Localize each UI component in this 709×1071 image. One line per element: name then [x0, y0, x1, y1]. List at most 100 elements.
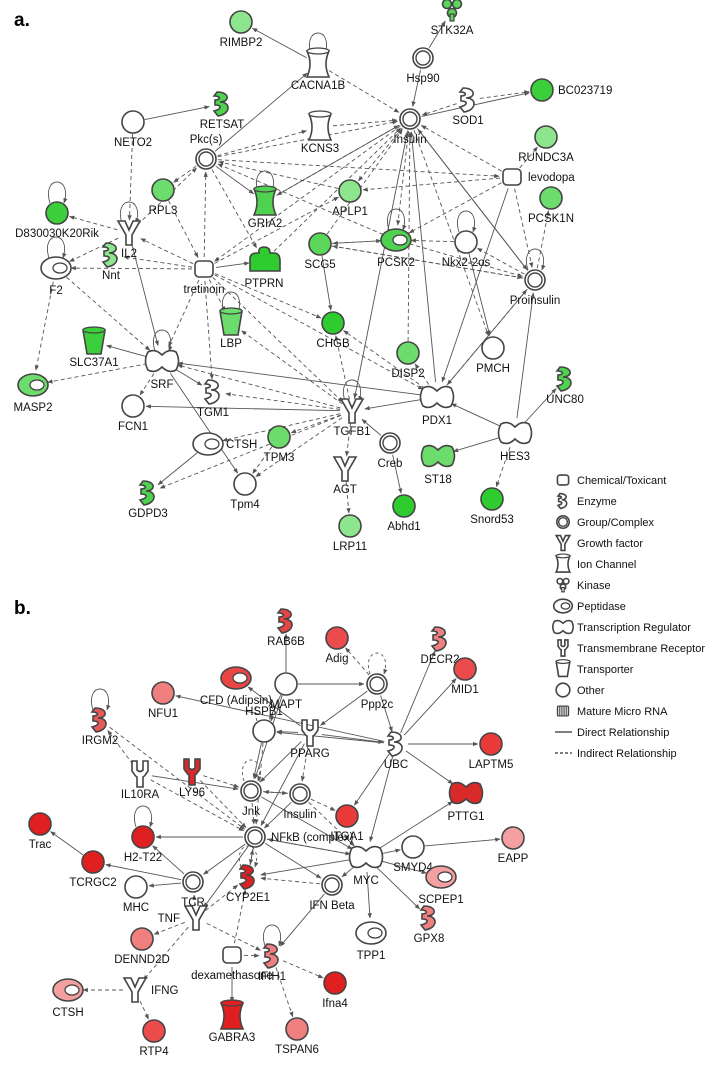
node-ifih1[interactable]: IFIH1 [258, 943, 286, 983]
self-loop-TGFB1 [342, 379, 363, 402]
node-aplp1[interactable]: APLP1 [332, 179, 368, 218]
node-scpep1[interactable]: SCPEP1 [418, 865, 464, 906]
node-tpp1[interactable]: TPP1 [355, 921, 387, 962]
node-tgfb1[interactable]: TGFB1 [333, 398, 371, 438]
node-laptm5[interactable]: LAPTM5 [469, 732, 514, 771]
node-hsp90[interactable]: Hsp90 [406, 47, 440, 85]
node-trac[interactable]: Trac [28, 812, 52, 851]
node-ppp2c[interactable]: Ppp2c [361, 673, 394, 711]
node-masp2[interactable]: MASP2 [14, 373, 53, 414]
node-sod1[interactable]: SOD1 [452, 87, 484, 127]
node-label: KCNS3 [301, 143, 339, 155]
node-unc80[interactable]: UNC80 [546, 366, 584, 406]
node-bc023719[interactable]: BC023719 [530, 78, 612, 102]
node-tpm3[interactable]: TPM3 [264, 425, 295, 464]
node-dennd2d[interactable]: DENND2D [114, 927, 170, 966]
node-cfd[interactable]: CFD (Adipsin) [200, 666, 272, 707]
node-proinsulin[interactable]: Proinsulin [510, 269, 561, 307]
node-label: HSPB1 [245, 706, 283, 718]
node-pparg[interactable]: PPARG [290, 719, 330, 760]
node-ctsh[interactable]: CTSH [192, 432, 257, 456]
node-cyp2e1[interactable]: CYP2E1 [226, 864, 270, 904]
node-snord53[interactable]: Snord53 [470, 487, 514, 526]
node-myc[interactable]: MYC [348, 845, 384, 887]
node-mid1[interactable]: MID1 [451, 657, 479, 696]
node-pttg1[interactable]: PTTG1 [447, 781, 485, 823]
node-hes3[interactable]: HES3 [497, 421, 533, 463]
node-eapp[interactable]: EAPP [498, 826, 529, 865]
node-levodopa[interactable]: levodopa [502, 168, 575, 186]
node-tretinoin[interactable]: tretinoin [184, 260, 225, 296]
node-pmch[interactable]: PMCH [476, 336, 510, 375]
edge-TCRGC2-Trac [50, 831, 84, 856]
node-tnf[interactable]: TNF [158, 905, 209, 931]
node-jnk[interactable]: Jnk [240, 780, 262, 818]
node-insulin[interactable]: Insulin [393, 108, 427, 146]
node-il10ra[interactable]: IL10RA [121, 760, 160, 801]
node-rpl3[interactable]: RPL3 [149, 178, 178, 217]
legend-label: Peptidase [577, 601, 626, 613]
node-rimbp2[interactable]: RIMBP2 [220, 10, 263, 49]
node-ifnbeta[interactable]: IFN Beta [309, 874, 355, 912]
node-cacna1b[interactable]: CACNA1B [291, 47, 346, 92]
node-nfu1[interactable]: NFU1 [148, 681, 178, 720]
node-insulinb[interactable]: Insulin [283, 783, 317, 821]
node-pcsk2[interactable]: PCSK2 [377, 228, 415, 269]
node-mhc[interactable]: MHC [123, 875, 149, 914]
node-nkx2-2os[interactable]: Nkx2-2os [442, 230, 491, 269]
node-d830030k20rik[interactable]: D830030K20Rik [15, 201, 99, 240]
node-decr2[interactable]: DECR2 [421, 626, 460, 666]
node-ubc[interactable]: UBC [384, 731, 408, 771]
node-stk32a[interactable]: STK32A [431, 0, 474, 37]
node-irgm2[interactable]: IRGM2 [82, 707, 118, 747]
edge-SCG5-PCSK2 [331, 238, 382, 244]
node-abhd1[interactable]: Abhd1 [387, 494, 421, 533]
node-nnt[interactable]: Nnt [101, 242, 121, 282]
node-dexamethasone[interactable]: dexamethasone [191, 946, 273, 982]
node-gpx8[interactable]: GPX8 [414, 905, 445, 945]
node-st18[interactable]: ST18 [420, 444, 456, 486]
node-rtp4[interactable]: RTP4 [139, 1019, 169, 1058]
node-mapt[interactable]: MAPT [270, 672, 302, 711]
node-kcns3[interactable]: KCNS3 [301, 110, 339, 155]
node-ifng[interactable]: IFNG [122, 977, 179, 1003]
node-tcr[interactable]: TCR [181, 871, 205, 909]
node-rundc3a[interactable]: RUNDC3A [518, 125, 574, 164]
node-il2[interactable]: IL2 [116, 220, 142, 260]
node-itga1[interactable]: ITGA1 [330, 804, 364, 843]
node-srf[interactable]: SRF [144, 349, 180, 391]
node-pdx1[interactable]: PDX1 [419, 385, 455, 427]
node-nfkb[interactable]: NFkB (complex) [244, 826, 354, 848]
node-pcsk1n[interactable]: PCSK1N [528, 186, 574, 225]
node-smyd4[interactable]: SMYD4 [393, 835, 433, 874]
node-fcn1[interactable]: FCN1 [118, 394, 148, 433]
node-gabra3[interactable]: GABRA3 [209, 999, 256, 1044]
node-scg5[interactable]: SCG5 [304, 232, 336, 271]
node-creb[interactable]: Creb [378, 432, 403, 470]
node-tpm4[interactable]: Tpm4 [230, 472, 260, 511]
node-ly96[interactable]: LY96 [179, 758, 205, 799]
node-agt[interactable]: AGT [332, 456, 358, 496]
node-tgm1[interactable]: TGM1 [197, 379, 229, 419]
node-f2[interactable]: F2 [40, 256, 72, 297]
node-tspan6[interactable]: TSPAN6 [275, 1017, 319, 1056]
node-h2-t22[interactable]: H2-T22 [124, 825, 162, 864]
node-chgb[interactable]: CHGB [316, 311, 350, 350]
node-hspb1[interactable]: HSPB1 [245, 706, 283, 743]
node-adig[interactable]: Adig [325, 626, 349, 665]
node-gdpd3[interactable]: GDPD3 [128, 480, 168, 520]
node-disp2[interactable]: DISP2 [391, 341, 425, 380]
node-lrp11[interactable]: LRP11 [333, 514, 367, 553]
node-pkcs[interactable]: Pkc(s) [190, 134, 223, 170]
node-ctshb[interactable]: CTSH [52, 978, 84, 1019]
edge-IL2-SRF [131, 244, 159, 347]
node-neto2[interactable]: NETO2 [114, 110, 152, 149]
node-rab6b[interactable]: RAB6B [267, 608, 305, 648]
node-ptprn[interactable]: PTPRN [245, 246, 284, 290]
node-ifna4[interactable]: Ifna4 [322, 971, 348, 1010]
node-gria2[interactable]: GRIA2 [248, 185, 283, 230]
node-slc37a1[interactable]: SLC37A1 [69, 326, 119, 369]
node-tcrgc2[interactable]: TCRGC2 [69, 850, 117, 889]
node-retsat[interactable]: RETSAT [200, 91, 245, 131]
node-lbp[interactable]: LBP [219, 307, 243, 350]
